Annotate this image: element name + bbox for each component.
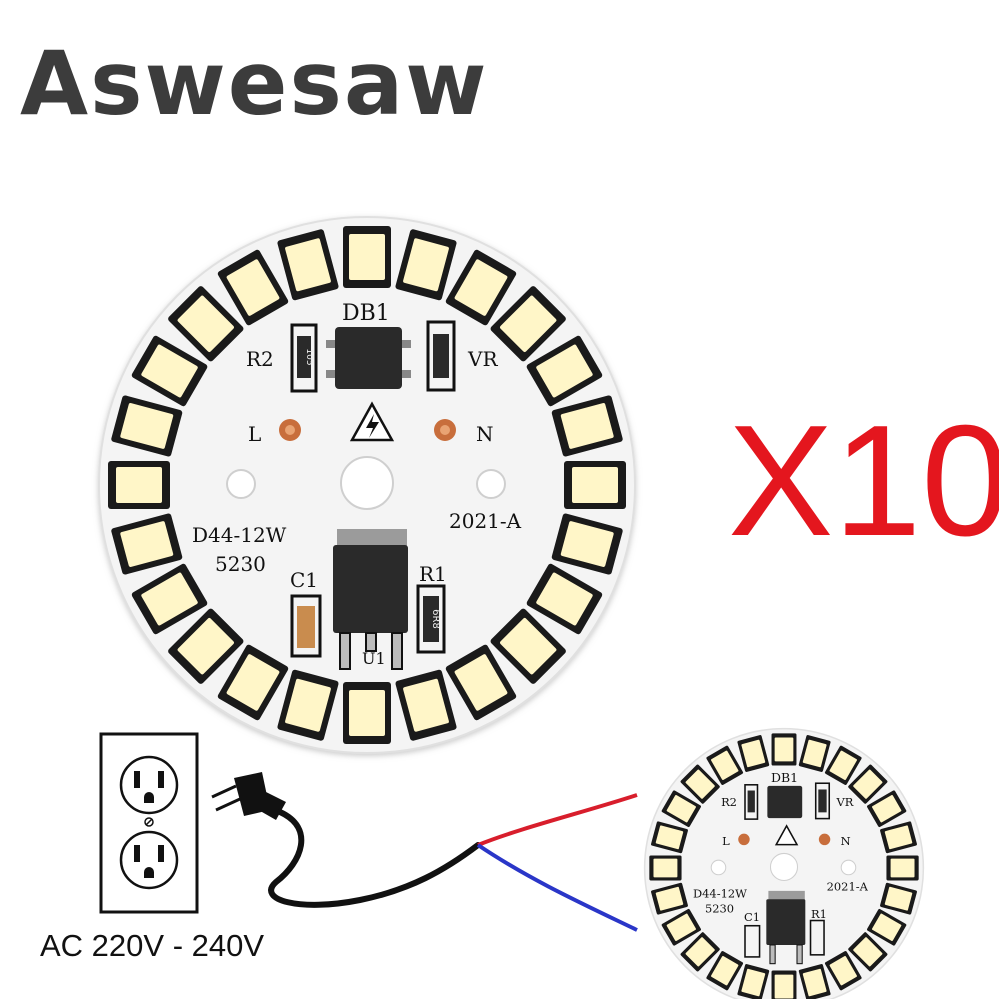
- small-led-1: [771, 733, 797, 766]
- mounting-hole-center: [340, 456, 394, 510]
- small-led-18: [651, 882, 688, 915]
- small-led-10: [848, 932, 888, 972]
- driver-ic-u1: [333, 529, 408, 670]
- label-r1: R1: [419, 562, 447, 586]
- small-led-13: [771, 970, 797, 999]
- small-led-16: [680, 932, 720, 972]
- capacitor-c1-outline: [290, 594, 322, 658]
- small-label-db1: DB1: [771, 770, 798, 785]
- small-label-neutral: N: [841, 834, 851, 848]
- led-9: [526, 563, 603, 635]
- led-2: [395, 229, 457, 301]
- led-16: [168, 608, 244, 684]
- label-u1: U1: [362, 649, 386, 668]
- label-vr: VR: [467, 347, 498, 371]
- led-3: [445, 249, 517, 326]
- wire-live: [477, 793, 638, 847]
- small-led-21: [661, 790, 701, 828]
- led-15: [217, 644, 289, 721]
- small-led-5: [867, 790, 907, 828]
- resistor-r1: [423, 596, 439, 642]
- label-live: L: [248, 422, 261, 446]
- outlet-screw: [144, 817, 154, 827]
- high-voltage-warning-icon: [349, 401, 395, 442]
- label-r2-value: 105: [304, 348, 314, 365]
- mounting-hole-right: [476, 469, 506, 499]
- mounting-hole-left: [226, 469, 256, 499]
- small-led-20: [651, 821, 688, 854]
- wire-neutral: [476, 843, 638, 932]
- small-led-22: [680, 764, 720, 804]
- varistor-vr: [433, 334, 449, 378]
- small-led-ring: [649, 733, 919, 999]
- small-led-8: [880, 882, 917, 915]
- small-led-9: [867, 908, 907, 946]
- led-10: [490, 608, 566, 684]
- socket-top: [119, 755, 179, 815]
- small-label-led-type: 5230: [705, 902, 734, 916]
- label-r1-value: 6R8: [430, 609, 441, 629]
- bridge-rectifier-db1: [326, 327, 411, 389]
- led-23: [217, 249, 289, 326]
- led-14: [277, 669, 339, 741]
- label-db1: DB1: [342, 301, 390, 326]
- led-8: [551, 513, 623, 575]
- small-label-model: D44-12W: [693, 887, 747, 901]
- capacitor-c1: [297, 606, 315, 648]
- small-label-revision: 2021-A: [827, 879, 869, 893]
- label-c1: C1: [290, 568, 318, 592]
- small-led-14: [737, 964, 770, 999]
- small-led-12: [798, 964, 831, 999]
- small-led-24: [737, 735, 770, 772]
- socket-bottom: [119, 830, 179, 890]
- small-led-4: [848, 764, 888, 804]
- led-22: [168, 286, 244, 362]
- led-12: [395, 669, 457, 741]
- led-ring-outer: [108, 226, 626, 744]
- led-4: [490, 286, 566, 362]
- power-cable: [268, 809, 481, 908]
- small-label-c1: C1: [744, 910, 760, 924]
- quantity-label: X10: [728, 393, 999, 569]
- led-21: [131, 335, 208, 407]
- small-led-15: [706, 951, 744, 991]
- led-5: [526, 335, 603, 407]
- varistor-vr-outline: [426, 320, 456, 392]
- led-24: [277, 229, 339, 301]
- label-model: D44-12W: [192, 523, 287, 547]
- small-label-r1: R1: [811, 907, 827, 921]
- led-13: [343, 682, 391, 744]
- led-19: [108, 461, 170, 509]
- resistor-r1-outline: [416, 584, 446, 654]
- small-led-11: [824, 951, 862, 991]
- led-20: [111, 395, 183, 457]
- led-11: [445, 644, 517, 721]
- led-17: [131, 563, 208, 635]
- small-led-7: [886, 855, 919, 881]
- label-neutral: N: [476, 422, 494, 446]
- small-led-17: [661, 908, 701, 946]
- small-led-19: [649, 855, 682, 881]
- label-led-type: 5230: [215, 552, 266, 576]
- small-led-3: [824, 745, 862, 785]
- led-6: [551, 395, 623, 457]
- resistor-r2: [297, 336, 311, 378]
- led-18: [111, 513, 183, 575]
- small-label-vr: VR: [836, 795, 854, 809]
- small-led-2: [798, 735, 831, 772]
- label-r2: R2: [246, 347, 274, 371]
- led-1: [343, 226, 391, 288]
- brand-logo: Aswesaw: [20, 32, 489, 135]
- small-led-23: [706, 745, 744, 785]
- voltage-label: AC 220V - 240V: [40, 928, 265, 963]
- small-label-live: L: [722, 834, 730, 848]
- resistor-r2-outline: [290, 323, 318, 393]
- small-label-r2: R2: [721, 795, 737, 809]
- label-revision: 2021-A: [449, 509, 522, 533]
- small-led-6: [880, 821, 917, 854]
- led-7: [564, 461, 626, 509]
